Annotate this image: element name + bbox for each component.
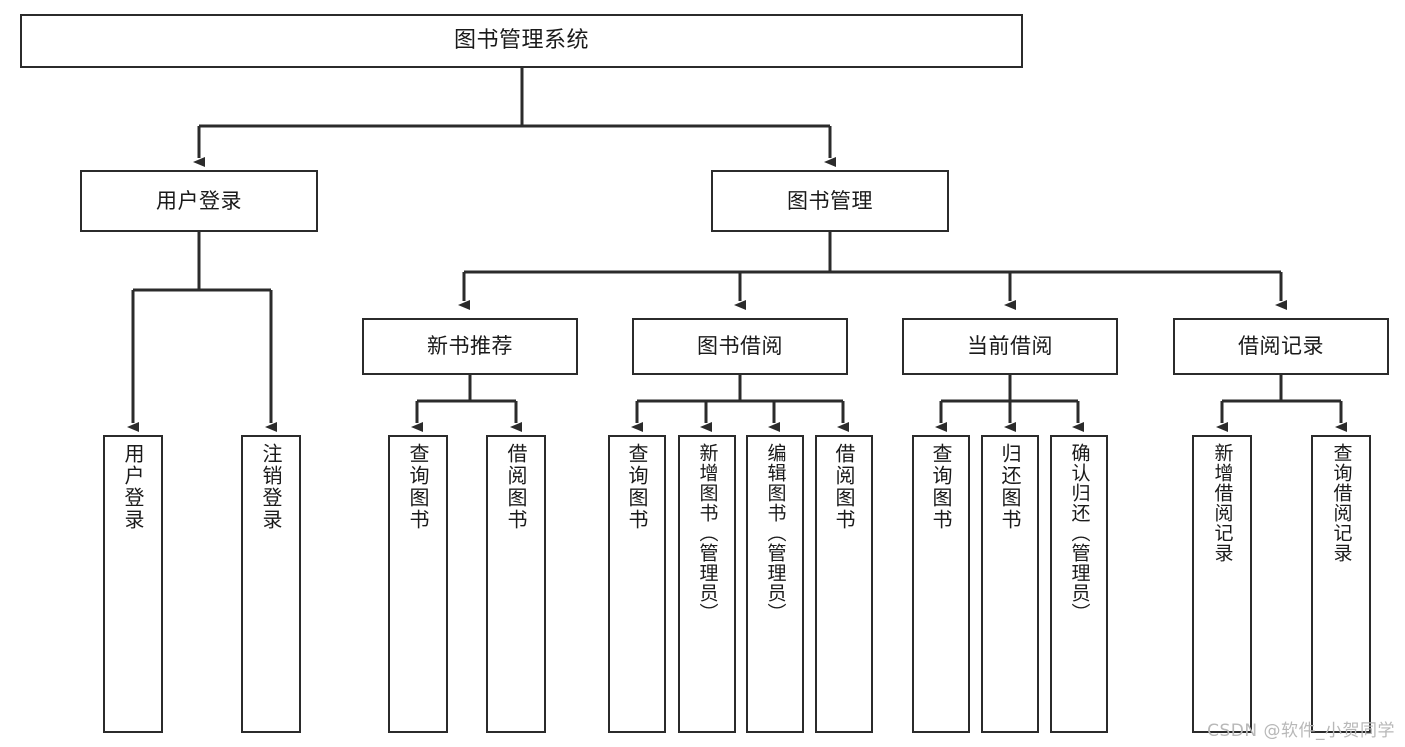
leaf-current-borrow-query-book[interactable]: 查询图书 xyxy=(912,435,970,733)
node-label: 图书借阅 xyxy=(697,334,783,359)
node-label: 图书管理 xyxy=(787,188,873,213)
node-label: 查询图书 xyxy=(406,443,430,531)
node-borrow-record[interactable]: 借阅记录 xyxy=(1173,318,1389,375)
leaf-book-borrow-query-book[interactable]: 查询图书 xyxy=(608,435,666,733)
node-label: 借阅图书 xyxy=(504,443,528,531)
leaf-book-borrow-add-book-admin[interactable]: 新增图书（管理员） xyxy=(678,435,736,733)
node-label: 用户登录 xyxy=(156,188,242,213)
node-current-borrow[interactable]: 当前借阅 xyxy=(902,318,1118,375)
node-label: 归还图书 xyxy=(998,443,1022,531)
leaf-new-book-query-book[interactable]: 查询图书 xyxy=(388,435,448,733)
node-label: 查询图书 xyxy=(625,443,649,531)
node-label: 注销登录 xyxy=(259,443,283,531)
node-book-borrow[interactable]: 图书借阅 xyxy=(632,318,848,375)
leaf-new-book-borrow-book[interactable]: 借阅图书 xyxy=(486,435,546,733)
node-user-login[interactable]: 用户登录 xyxy=(80,170,318,232)
node-book-management[interactable]: 图书管理 xyxy=(711,170,949,232)
leaf-borrow-record-add-record[interactable]: 新增借阅记录 xyxy=(1192,435,1252,733)
node-label: 借阅图书 xyxy=(832,443,856,531)
csdn-watermark: CSDN @软件_小贺同学 xyxy=(1207,721,1395,741)
node-label: 新增图书（管理员） xyxy=(696,443,719,623)
node-label: 查询图书 xyxy=(929,443,953,531)
node-label: 图书管理系统 xyxy=(453,28,589,54)
leaf-book-borrow-edit-book-admin[interactable]: 编辑图书（管理员） xyxy=(746,435,804,733)
node-label: 编辑图书（管理员） xyxy=(764,443,787,623)
node-label: 查询借阅记录 xyxy=(1330,443,1353,563)
node-label: 当前借阅 xyxy=(967,334,1053,359)
leaf-current-borrow-return-book[interactable]: 归还图书 xyxy=(981,435,1039,733)
node-label: 新增借阅记录 xyxy=(1211,443,1234,563)
node-root-book-management-system[interactable]: 图书管理系统 xyxy=(20,14,1023,68)
leaf-user-login-login[interactable]: 用户登录 xyxy=(103,435,163,733)
leaf-current-borrow-confirm-return-admin[interactable]: 确认归还（管理员） xyxy=(1050,435,1108,733)
node-label: 用户登录 xyxy=(121,443,145,531)
leaf-user-login-logout[interactable]: 注销登录 xyxy=(241,435,301,733)
node-label: 新书推荐 xyxy=(427,334,513,359)
node-new-book-recommend[interactable]: 新书推荐 xyxy=(362,318,578,375)
node-label: 确认归还（管理员） xyxy=(1068,443,1091,623)
leaf-book-borrow-borrow-book[interactable]: 借阅图书 xyxy=(815,435,873,733)
node-label: 借阅记录 xyxy=(1238,334,1324,359)
leaf-borrow-record-query-record[interactable]: 查询借阅记录 xyxy=(1311,435,1371,733)
